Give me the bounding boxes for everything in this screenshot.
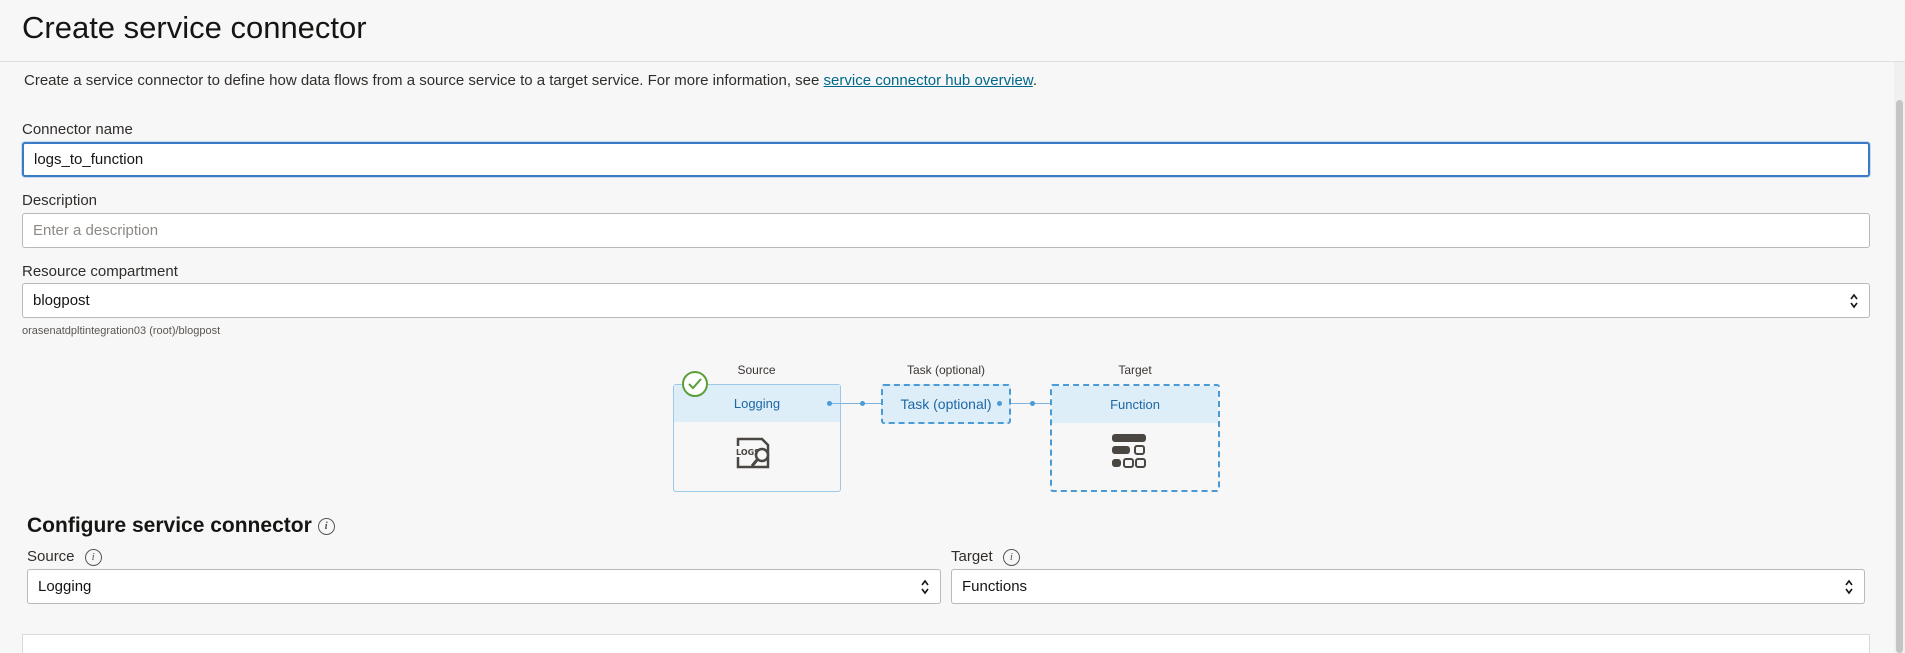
target-label: Target i [951, 548, 1020, 566]
target-select-value: Functions [962, 578, 1028, 595]
connector-dot [860, 401, 865, 406]
info-icon[interactable]: i [84, 548, 102, 566]
target-node[interactable]: Function [1050, 384, 1220, 492]
service-connector-hub-overview-link[interactable]: service connector hub overview [823, 72, 1033, 89]
select-arrows-icon [921, 579, 929, 595]
source-select-value: Logging [38, 578, 92, 595]
resource-compartment-value: blogpost [33, 292, 90, 309]
page-title: Create service connector [22, 10, 367, 45]
description-label: Description [22, 192, 98, 209]
source-label-text: Source [27, 548, 75, 565]
description-input[interactable] [22, 213, 1870, 248]
compartment-path-hint: orasenatdpltintegration03 (root)/blogpos… [22, 325, 221, 337]
target-caption: Target [1118, 363, 1152, 377]
intro-suffix: . [1032, 72, 1037, 89]
intro-body: Create a service connector to define how… [24, 72, 824, 89]
source-caption: Source [737, 363, 776, 377]
connector-name-input[interactable] [22, 142, 1870, 177]
logs-search-icon: LOGS [734, 437, 770, 469]
functions-icon [1112, 434, 1146, 468]
task-caption: Task (optional) [906, 363, 986, 377]
source-select[interactable]: Logging [27, 569, 941, 604]
connector-dot [827, 401, 832, 406]
select-arrows-icon [1850, 293, 1858, 309]
connector-dot [1030, 401, 1035, 406]
source-task-connector [830, 403, 881, 404]
info-icon[interactable]: i [317, 517, 335, 535]
select-arrows-icon [1845, 579, 1853, 595]
source-node[interactable]: Logging LOGS [673, 384, 841, 492]
source-label: Source i [27, 548, 102, 566]
connector-dot [997, 401, 1002, 406]
configure-section-title: Configure service connector i [27, 514, 335, 538]
page-header: Create service connector [0, 0, 1905, 62]
target-node-header: Function [1052, 386, 1218, 423]
source-config-panel [22, 634, 1870, 653]
connector-name-label: Connector name [22, 121, 133, 138]
target-label-text: Target [951, 548, 993, 565]
configure-title-text: Configure service connector [27, 514, 312, 537]
resource-compartment-select[interactable]: blogpost [22, 283, 1870, 318]
svg-text:LOGS: LOGS [736, 448, 760, 457]
resource-compartment-label: Resource compartment [22, 263, 178, 280]
target-select[interactable]: Functions [951, 569, 1865, 604]
intro-text: Create a service connector to define how… [24, 72, 1037, 89]
scrollbar-thumb[interactable] [1896, 100, 1903, 653]
task-node[interactable]: Task (optional) [881, 384, 1011, 424]
info-icon[interactable]: i [1002, 548, 1020, 566]
check-circle-icon [682, 371, 708, 397]
